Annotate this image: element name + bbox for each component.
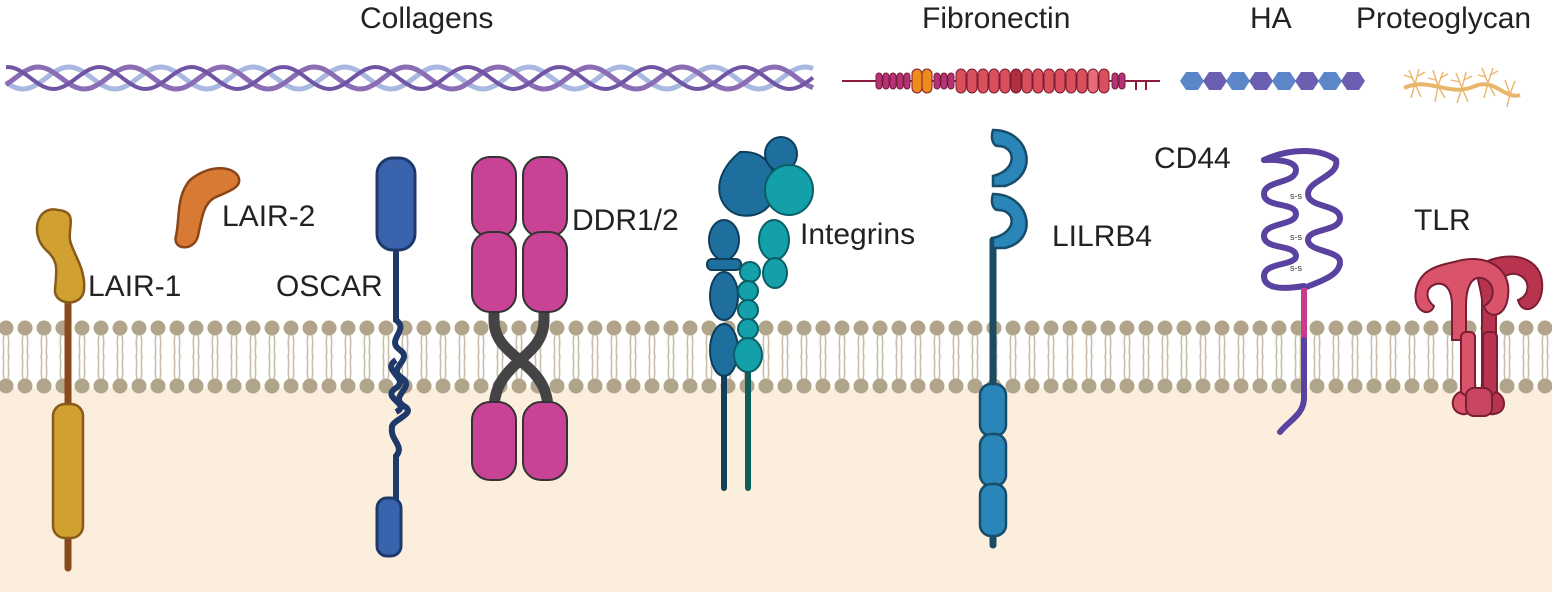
ddr-receptor — [471, 156, 568, 481]
lipid-bilayer — [0, 319, 1552, 395]
label-lair2: LAIR-2 — [222, 200, 315, 233]
label-collagens: Collagens — [360, 2, 493, 35]
cytoplasm-region — [0, 388, 1552, 592]
proteoglycan-molecule — [1403, 67, 1521, 108]
cd44-receptor: s-s s-s s-s — [1260, 148, 1344, 435]
lair1-receptor — [35, 208, 86, 572]
oscar-receptor — [375, 156, 417, 558]
label-ddr: DDR1/2 — [572, 204, 679, 237]
label-fibronectin: Fibronectin — [922, 2, 1070, 35]
fibronectin-molecule — [842, 68, 1160, 94]
lilrb4-receptor — [978, 128, 1028, 549]
collagen-fiber — [4, 64, 815, 92]
label-lair1: LAIR-1 — [88, 270, 181, 303]
lair2-receptor — [174, 167, 241, 249]
tlr-dimer — [1414, 255, 1544, 417]
label-oscar: OSCAR — [276, 270, 383, 303]
label-proteoglycan: Proteoglycan — [1356, 2, 1531, 35]
label-integrins: Integrins — [800, 218, 915, 251]
label-cd44: CD44 — [1154, 142, 1231, 175]
disulfide-bond-label: s-s — [1290, 232, 1302, 242]
label-ha: HA — [1250, 2, 1292, 35]
disulfide-bond-label: s-s — [1290, 263, 1302, 273]
disulfide-bond-label: s-s — [1290, 191, 1302, 201]
label-tlr: TLR — [1414, 204, 1471, 237]
integrin-heterodimer — [706, 136, 814, 491]
hyaluronan-chain — [1180, 72, 1365, 90]
label-lilrb4: LILRB4 — [1052, 220, 1152, 253]
